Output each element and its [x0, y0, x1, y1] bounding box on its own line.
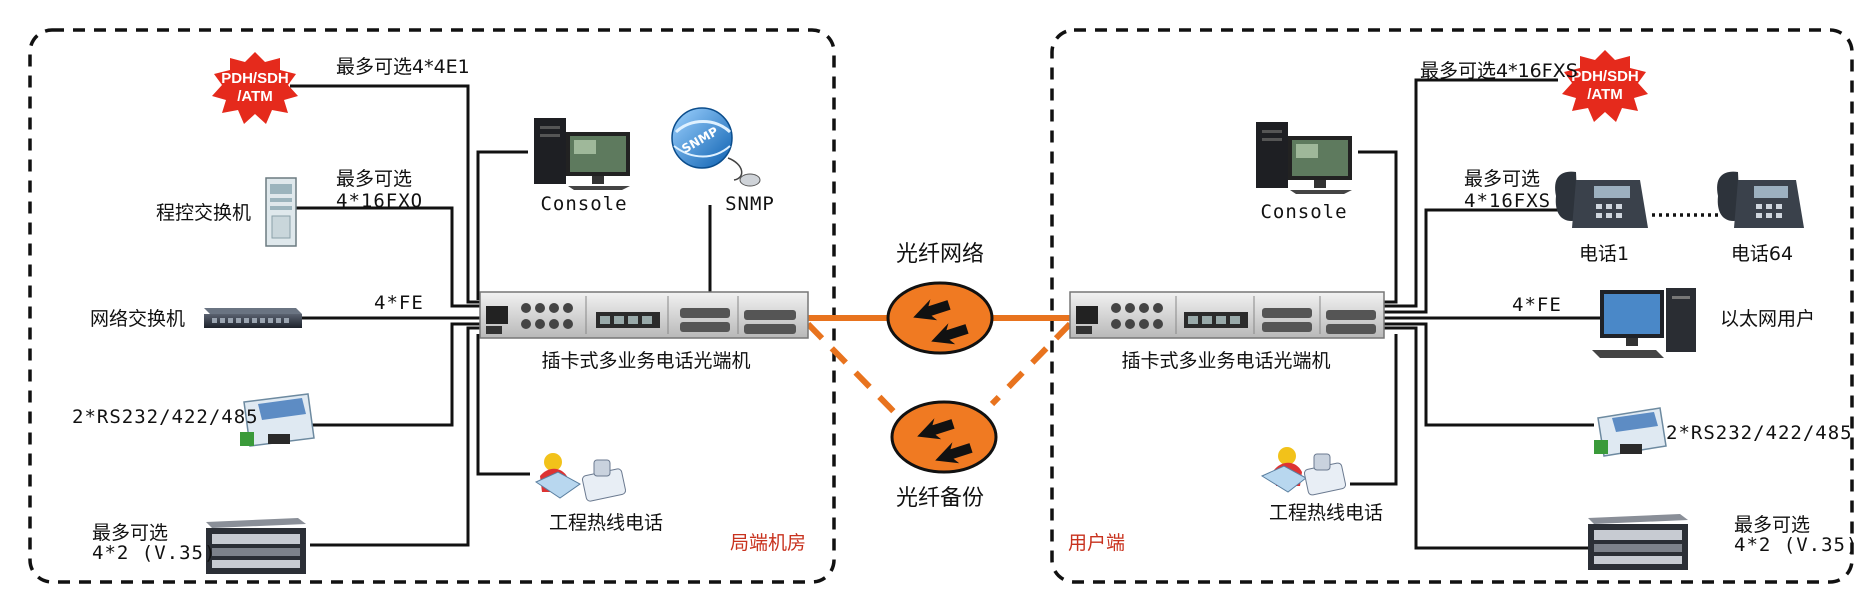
- left-fxo-label-line2: 4*16FXO: [336, 190, 424, 212]
- snmp-globe-icon: SNMP: [671, 107, 761, 187]
- pbx-cabinet-icon: [265, 177, 297, 247]
- fiber-backup-label: 光纤备份: [895, 486, 985, 511]
- console-pc-icon: [1256, 122, 1352, 194]
- pdh-burst-icon: [1562, 50, 1648, 122]
- phone-64-icon: [1717, 171, 1804, 228]
- left-switch-label: 网络交换机: [90, 308, 186, 330]
- left-terminal-rack: [479, 291, 809, 339]
- left-e1-label: 最多可选4*4E1: [336, 56, 470, 78]
- left-snmp-label: SNMP: [725, 193, 775, 215]
- left-fe-label: 4*FE: [374, 292, 424, 314]
- left-region-box: [28, 28, 836, 584]
- right-hotline-label: 工程热线电话: [1268, 502, 1384, 524]
- right-fxs-label-line2: 4*16FXS: [1464, 190, 1552, 212]
- v35-rack-icon: [1588, 514, 1688, 570]
- right-terminal-rack: [1069, 291, 1385, 339]
- right-v35-label-line1: 最多可选: [1734, 514, 1811, 536]
- right-connection-lines: [1350, 78, 1600, 550]
- left-rs232-label: 2*RS232/422/485: [72, 406, 259, 428]
- left-pbx-label: 程控交换机: [156, 202, 252, 224]
- hotline-phone-icon: [1260, 447, 1347, 496]
- v35-rack-icon: [206, 518, 306, 574]
- left-v35-label-line2: 4*2 (V.35): [92, 542, 217, 564]
- right-phone64-label: 电话64: [1730, 243, 1794, 265]
- left-v35-label-line1: 最多可选: [92, 522, 169, 544]
- right-rs232-label: 2*RS232/422/485: [1666, 422, 1853, 444]
- fiber-backup-icon: [890, 400, 998, 474]
- right-fe-label: 4*FE: [1512, 294, 1562, 316]
- fiber-network-icon: [886, 281, 994, 355]
- fiber-links: [805, 315, 1073, 423]
- left-connection-lines: [290, 84, 712, 547]
- hotline-phone-icon: [534, 453, 627, 502]
- right-terminal-label: 插卡式多业务电话光端机: [1121, 350, 1331, 372]
- left-room-label: 局端机房: [730, 532, 807, 554]
- right-fxs-label-line1: 最多可选: [1464, 168, 1541, 190]
- right-v35-label-line2: 4*2 (V.35): [1734, 534, 1859, 556]
- pdh-burst-label: PDH/SDH/ATM: [221, 70, 289, 105]
- right-console-label: Console: [1260, 201, 1348, 223]
- left-terminal-label: 插卡式多业务电话光端机: [541, 350, 751, 372]
- rs232-converter-icon: [240, 393, 315, 447]
- ethernet-user-pc-icon: [1592, 288, 1696, 358]
- left-fxo-label-line1: 最多可选: [336, 168, 413, 190]
- right-fxs-top-label: 最多可选4*16FXS: [1420, 60, 1578, 82]
- right-ethernet-label: 以太网用户: [1720, 308, 1816, 330]
- fiber-network-label: 光纤网络: [895, 242, 985, 267]
- left-console-label: Console: [540, 193, 628, 215]
- right-phone1-label: 电话1: [1578, 243, 1630, 265]
- pdh-burst-icon: [212, 52, 298, 124]
- rs232-converter-icon: [1594, 407, 1667, 457]
- phone-1-icon: [1555, 171, 1648, 228]
- console-pc-icon: [534, 118, 630, 190]
- left-hotline-label: 工程热线电话: [548, 512, 664, 534]
- network-switch-icon: [204, 308, 302, 328]
- right-region-box: [1050, 28, 1854, 584]
- right-user-label: 用户端: [1068, 532, 1126, 554]
- pdh-burst-label: PDH/SDH/ATM: [1571, 68, 1639, 103]
